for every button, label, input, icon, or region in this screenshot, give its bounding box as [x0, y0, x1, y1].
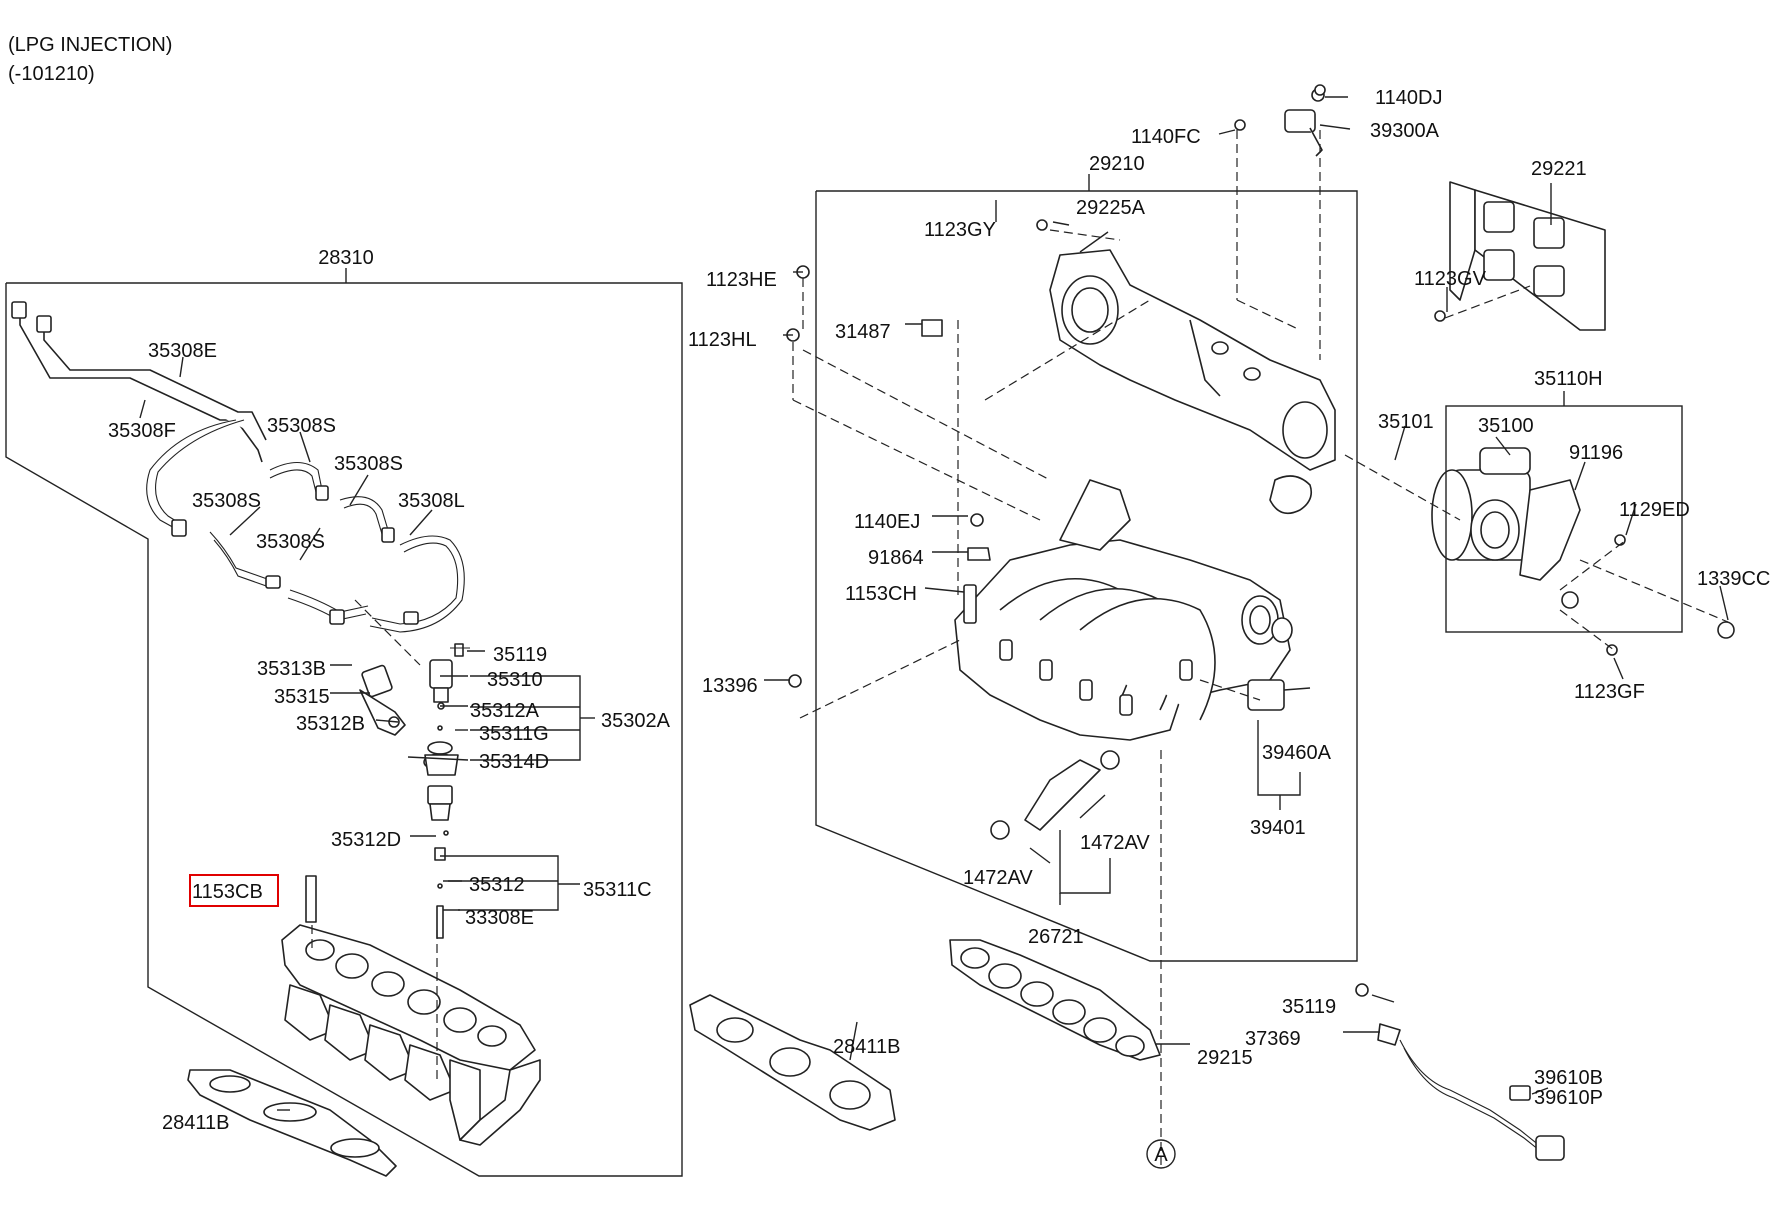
label-1129ed[interactable]: 1129ED [1619, 499, 1690, 521]
label-35311g[interactable]: 35311G [479, 723, 549, 745]
label-1472av-right[interactable]: 1472AV [1080, 832, 1150, 854]
label-26721[interactable]: 26721 [1028, 926, 1084, 948]
part-labels: 28310 35308E 35308F 35308S 35308S 35308S… [108, 87, 1770, 1134]
label-1153ch[interactable]: 1153CH [845, 583, 917, 605]
label-35311c[interactable]: 35311C [583, 879, 652, 901]
label-1140dj[interactable]: 1140DJ [1375, 87, 1442, 109]
reference-marker-a [1146, 1139, 1176, 1169]
label-28411b-left[interactable]: 28411B [162, 1112, 229, 1134]
label-35312a[interactable]: 35312A [470, 700, 540, 722]
reference-marker-label: A [1154, 1144, 1168, 1166]
intake-manifold-lower-right [954, 479, 1293, 741]
leader-lines [139, 96, 1729, 1111]
label-1123hl[interactable]: 1123HL [688, 329, 757, 351]
label-1153cb[interactable]: 1153CB [192, 881, 263, 903]
label-39401[interactable]: 39401 [1250, 817, 1306, 839]
right-assembly-frame [815, 174, 1358, 962]
throttle-body [1431, 447, 1581, 609]
label-35302a[interactable]: 35302A [601, 710, 671, 732]
gasket-28411b-left [187, 1069, 397, 1177]
label-35100[interactable]: 35100 [1478, 415, 1534, 437]
label-35119-right[interactable]: 35119 [1282, 996, 1336, 1018]
label-35308s-d[interactable]: 35308S [256, 531, 325, 553]
label-28411b-center[interactable]: 28411B [833, 1036, 900, 1058]
left-assembly-frame [5, 268, 683, 1177]
label-1140ej[interactable]: 1140EJ [854, 511, 920, 533]
label-39610b[interactable]: 39610B [1534, 1067, 1603, 1089]
label-39460a[interactable]: 39460A [1262, 742, 1332, 764]
lpg-injector-assembly [305, 643, 470, 939]
label-35312[interactable]: 35312 [469, 874, 525, 896]
dashed-alignment-lines [311, 130, 1729, 1165]
label-35308e[interactable]: 35308E [148, 340, 217, 362]
label-1123he[interactable]: 1123HE [706, 269, 777, 291]
label-1123gv[interactable]: 1123GV [1414, 268, 1487, 290]
lower-intake-manifold [281, 924, 541, 1146]
label-39300a[interactable]: 39300A [1370, 120, 1440, 142]
label-39610p[interactable]: 39610P [1534, 1087, 1603, 1109]
label-35119-left[interactable]: 35119 [493, 644, 547, 666]
label-35110h[interactable]: 35110H [1534, 368, 1603, 390]
label-35308l[interactable]: 35308L [398, 490, 465, 512]
label-35308f[interactable]: 35308F [108, 420, 176, 442]
label-35313b[interactable]: 35313B [257, 658, 326, 680]
label-1123gf[interactable]: 1123GF [1574, 681, 1645, 703]
misc-parts [786, 84, 1735, 1161]
label-1123gy[interactable]: 1123GY [924, 219, 996, 241]
fuel-hose-group [11, 301, 465, 633]
label-29221[interactable]: 29221 [1531, 158, 1587, 180]
label-91864[interactable]: 91864 [868, 547, 924, 569]
label-35308s-a[interactable]: 35308S [267, 415, 336, 437]
label-1472av-left[interactable]: 1472AV [963, 867, 1033, 889]
label-35312b[interactable]: 35312B [296, 713, 365, 735]
label-1339cc[interactable]: 1339CC [1697, 568, 1770, 590]
label-28310[interactable]: 28310 [318, 247, 374, 269]
group-brackets [440, 675, 1301, 911]
label-35310[interactable]: 35310 [487, 669, 543, 691]
label-29210[interactable]: 29210 [1089, 153, 1145, 175]
gasket-29215 [949, 939, 1161, 1061]
label-13396[interactable]: 13396 [702, 675, 758, 697]
label-33308e[interactable]: 33308E [465, 907, 534, 929]
label-37369[interactable]: 37369 [1245, 1028, 1301, 1050]
label-35314d[interactable]: 35314D [479, 751, 549, 773]
header-line-2: (-101210) [8, 63, 95, 85]
highlight-box [189, 874, 279, 907]
header-line-1: (LPG INJECTION) [8, 34, 172, 56]
label-35101[interactable]: 35101 [1378, 411, 1434, 433]
gasket-28411b-center [689, 994, 896, 1131]
label-31487[interactable]: 31487 [835, 321, 891, 343]
label-35308s-b[interactable]: 35308S [334, 453, 403, 475]
label-29225a[interactable]: 29225A [1076, 197, 1146, 219]
label-1140fc[interactable]: 1140FC [1131, 126, 1201, 148]
label-35308s-c[interactable]: 35308S [192, 490, 261, 512]
intake-plenum-upper [1049, 249, 1336, 471]
label-35315[interactable]: 35315 [274, 686, 330, 708]
throttle-body-frame [1445, 391, 1683, 633]
label-29215[interactable]: 29215 [1197, 1047, 1253, 1069]
label-91196[interactable]: 91196 [1569, 442, 1623, 464]
label-35312d[interactable]: 35312D [331, 829, 401, 851]
